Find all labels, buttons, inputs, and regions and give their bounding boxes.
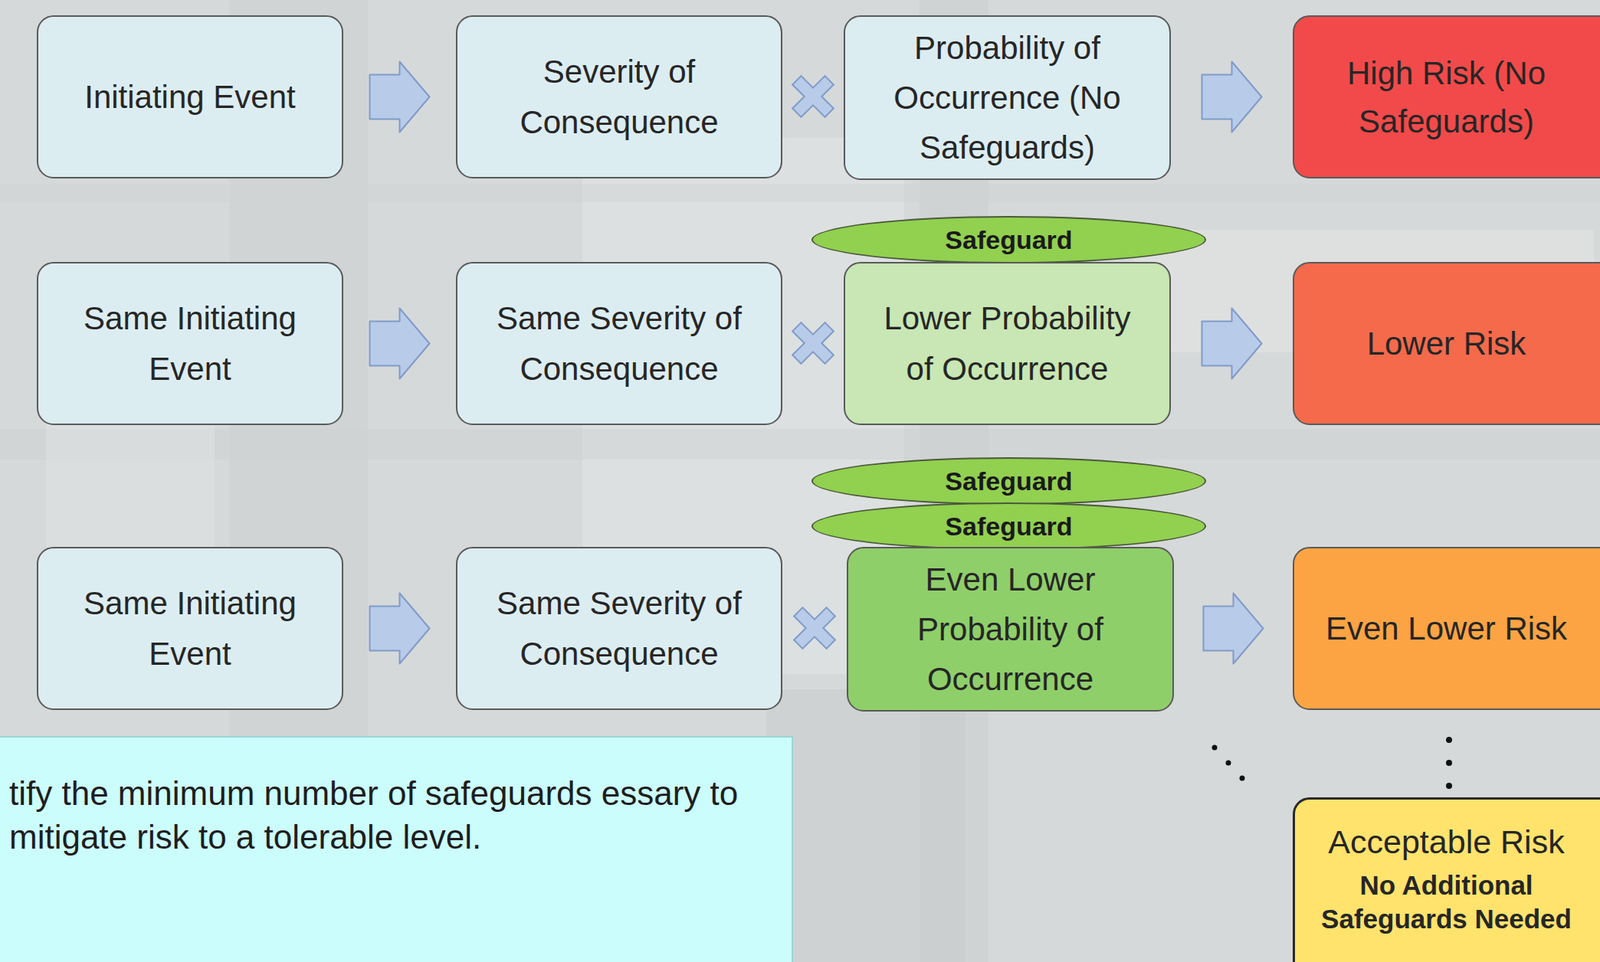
- process-box: Initiating Event: [36, 15, 344, 179]
- continuation-dot: [1445, 737, 1453, 744]
- risk-box: High Risk (No Safeguards): [1292, 15, 1600, 179]
- block-arrow: [370, 308, 430, 380]
- node-text: Safeguard: [944, 511, 1073, 543]
- node-text: Safeguard: [944, 465, 1073, 498]
- photo-pipe: [0, 183, 1600, 203]
- process-box: Same Initiating Event: [36, 262, 344, 426]
- safeguard-ellipse: Safeguard: [811, 216, 1207, 264]
- node-text: Lower Risk: [1367, 319, 1527, 368]
- multiply-shape: [780, 311, 846, 377]
- node-text: High Risk (No Safeguards): [1304, 49, 1589, 146]
- node-text: Same Initiating Event: [52, 293, 328, 394]
- block-arrow: [1202, 308, 1263, 380]
- process-box: Severity of Consequence: [455, 15, 783, 179]
- node-text: Probability of Occurrence (No Safeguards…: [869, 22, 1146, 173]
- process-box: Probability of Occurrence (No Safeguards…: [843, 15, 1171, 181]
- continuation-dot: [1212, 745, 1218, 751]
- probability-box: Lower Probability of Occurrence: [843, 262, 1171, 426]
- node-text: Same Initiating Event: [52, 578, 328, 679]
- continuation-dot: [1445, 760, 1453, 767]
- block-arrow: [370, 62, 430, 133]
- multiply-shape: [780, 64, 846, 130]
- block-arrow: [370, 593, 430, 665]
- node-text: No Additional Safeguards Needed: [1316, 868, 1578, 937]
- photo-structure: [766, 689, 966, 962]
- continuation-dot: [1239, 776, 1246, 782]
- process-box: Same Severity of Consequence: [455, 547, 783, 711]
- risk-box: Even Lower Risk: [1292, 547, 1600, 711]
- node-text: Even Lower Risk: [1325, 604, 1568, 653]
- node-text: Acceptable Risk: [1327, 821, 1564, 865]
- photo-pipe: [0, 429, 1600, 460]
- node-text: Same Severity of Consequence: [481, 578, 758, 679]
- node-text: Initiating Event: [84, 72, 296, 122]
- probability-box: Even Lower Probability of Occurrence: [846, 547, 1174, 712]
- node-text: tify the minimum number of safeguards es…: [9, 771, 761, 860]
- acceptable-risk-box: Acceptable RiskNo Additional Safeguards …: [1292, 797, 1600, 962]
- node-text: Even Lower Probability of Occurrence: [872, 554, 1149, 705]
- multiply-symbol: [780, 311, 846, 377]
- multiply-shape: [782, 596, 848, 662]
- process-box: Same Severity of Consequence: [455, 262, 783, 426]
- risk-box: Lower Risk: [1292, 262, 1600, 426]
- node-text: Safeguard: [944, 224, 1073, 256]
- block-arrow: [1203, 593, 1264, 665]
- safeguard-ellipse: Safeguard: [811, 457, 1207, 505]
- continuation-dot: [1445, 783, 1453, 790]
- multiply-symbol: [780, 64, 846, 130]
- continuation-dot: [1226, 760, 1232, 767]
- note-panel: tify the minimum number of safeguards es…: [0, 736, 794, 962]
- node-text: Same Severity of Consequence: [481, 293, 758, 394]
- block-arrow: [1202, 62, 1263, 133]
- node-text: Severity of Consequence: [481, 46, 758, 147]
- process-box: Same Initiating Event: [36, 547, 344, 711]
- safeguard-ellipse: Safeguard: [811, 502, 1207, 551]
- node-text: Lower Probability of Occurrence: [869, 293, 1146, 394]
- multiply-symbol: [782, 596, 848, 662]
